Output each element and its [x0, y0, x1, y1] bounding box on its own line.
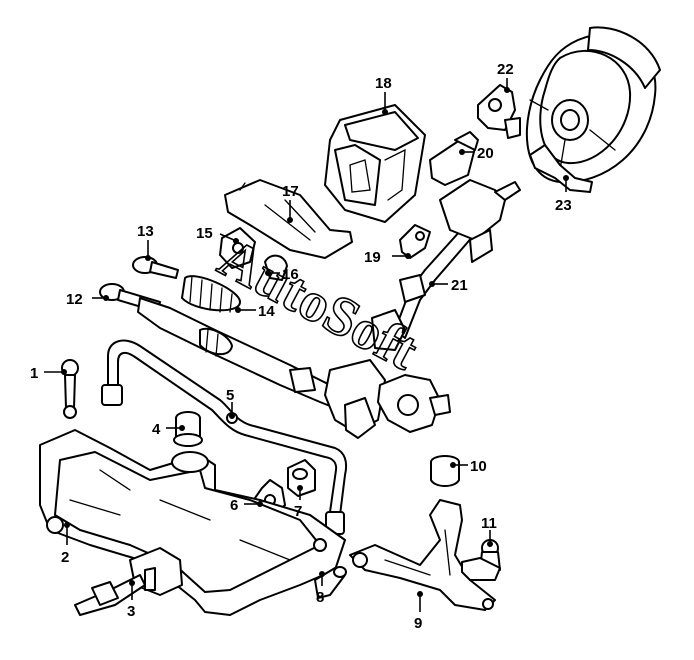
- intermediate-shaft: [371, 219, 481, 351]
- callout-labels: 1 2 3 4 5 6 7 8 9 10 11 12 13 14 15 16 1…: [30, 61, 572, 632]
- callout-9: 9: [414, 615, 422, 632]
- callout-13: 13: [137, 223, 154, 240]
- callout-10: 10: [470, 458, 487, 475]
- callout-3: 3: [127, 603, 135, 620]
- callout-11: 11: [481, 515, 497, 532]
- subframe: [39, 429, 346, 616]
- callout-14: 14: [258, 303, 275, 320]
- column-bracket-small: [399, 224, 431, 259]
- steering-column: [439, 179, 521, 263]
- callout-5: 5: [226, 387, 234, 404]
- callout-17: 17: [282, 183, 299, 200]
- stabilizer-link: [61, 359, 79, 419]
- callout-7: 7: [294, 503, 302, 520]
- column-shroud: [324, 104, 426, 223]
- mount-bushing: [173, 411, 203, 447]
- steering-wheel: [525, 26, 661, 184]
- callout-22: 22: [497, 61, 514, 78]
- callout-2: 2: [61, 549, 69, 566]
- callout-12: 12: [66, 291, 83, 308]
- callout-21: 21: [451, 277, 468, 294]
- control-arm: [349, 499, 496, 611]
- rear-mount: [74, 547, 183, 616]
- callout-8: 8: [316, 589, 324, 606]
- callout-20: 20: [477, 145, 494, 162]
- ball-joint: [461, 539, 501, 581]
- steering-rack: [137, 297, 386, 439]
- valve-body: [377, 374, 451, 433]
- bar-bushing: [287, 459, 316, 497]
- callout-19: 19: [364, 249, 381, 266]
- ignition-lock: [477, 84, 521, 139]
- tie-rod-end-upper: [132, 256, 179, 279]
- callout-18: 18: [375, 75, 392, 92]
- arm-mount-bushing: [430, 455, 460, 487]
- callout-16: 16: [282, 266, 299, 283]
- callout-leaders: [44, 78, 569, 612]
- callout-15: 15: [196, 225, 213, 242]
- switch-housing: [429, 131, 479, 186]
- callout-23: 23: [555, 197, 572, 214]
- callout-6: 6: [230, 497, 238, 514]
- rack-boot: [181, 275, 241, 313]
- callout-4: 4: [152, 421, 161, 438]
- callout-1: 1: [30, 365, 38, 382]
- stalk-switch: [529, 144, 593, 193]
